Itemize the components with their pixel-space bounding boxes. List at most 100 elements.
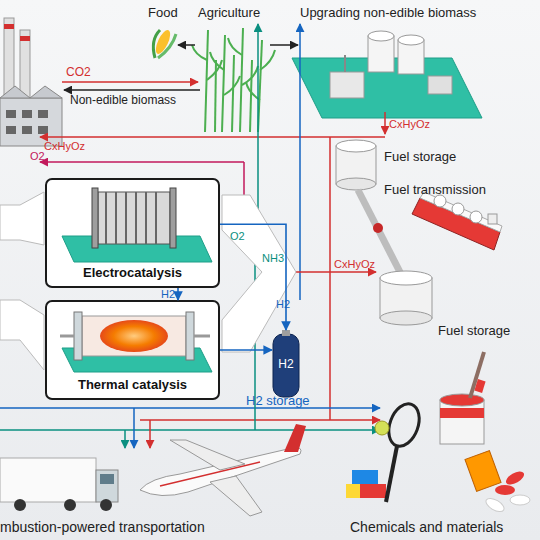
chemical-products-icon bbox=[440, 400, 484, 444]
truck-icon bbox=[96, 470, 118, 502]
flow-lines bbox=[0, 24, 385, 448]
biorefinery-plant bbox=[292, 31, 482, 118]
fuel-storage-tank bbox=[336, 140, 376, 152]
flow-lines bbox=[40, 136, 385, 138]
reactor-icon bbox=[60, 335, 74, 338]
chemical-products-icon bbox=[375, 421, 389, 435]
flow-lines bbox=[270, 44, 298, 46]
electrolyzer-icon bbox=[47, 180, 218, 286]
text-label: H2 storage bbox=[246, 394, 310, 408]
crop-plants bbox=[210, 52, 224, 70]
flow-connector bbox=[220, 224, 286, 330]
white-flow-arrows bbox=[0, 192, 44, 245]
tanker-ship bbox=[470, 211, 482, 223]
chemical-products-icon bbox=[352, 470, 378, 484]
factory-icon bbox=[22, 110, 32, 118]
text-label: O2 bbox=[30, 150, 45, 162]
chemical-products-icon bbox=[504, 469, 526, 488]
crop-plants bbox=[215, 60, 216, 132]
factory-icon bbox=[38, 126, 48, 134]
reactor-icon bbox=[47, 302, 218, 398]
truck-icon bbox=[100, 499, 112, 511]
text-label: H2 bbox=[276, 298, 290, 310]
chemical-products-icon bbox=[495, 485, 515, 495]
biorefinery-plant bbox=[330, 72, 364, 98]
fuel-storage-tank bbox=[380, 271, 432, 285]
node-text: Electrocatalysis bbox=[47, 265, 218, 280]
factory-icon bbox=[0, 86, 62, 98]
reactor-icon bbox=[82, 316, 186, 356]
airplane-icon bbox=[160, 462, 260, 486]
chemical-products-icon bbox=[346, 484, 360, 498]
factory-icon bbox=[0, 18, 62, 146]
factory-icon bbox=[6, 126, 16, 134]
crop-plants bbox=[224, 76, 240, 95]
text-label: NH3 bbox=[262, 252, 284, 264]
airplane-icon bbox=[140, 424, 306, 516]
node-text: H2 bbox=[272, 357, 300, 371]
reactor-icon bbox=[100, 320, 168, 352]
airplane-icon bbox=[170, 440, 245, 470]
chemical-products-icon bbox=[465, 451, 501, 492]
crop-plants bbox=[260, 50, 275, 70]
chemical-products-icon bbox=[360, 484, 386, 498]
airplane-icon bbox=[284, 424, 306, 452]
pipeline bbox=[373, 223, 383, 233]
factory-icon bbox=[0, 98, 62, 146]
electrolyzer-icon bbox=[106, 192, 156, 244]
factory-icon bbox=[4, 18, 14, 98]
flow-connector bbox=[177, 288, 179, 300]
flow-lines bbox=[178, 44, 195, 46]
text-label: O2 bbox=[230, 230, 245, 242]
electrolyzer-icon bbox=[145, 192, 147, 244]
chemical-products-icon bbox=[510, 495, 530, 505]
crop-plants bbox=[192, 28, 275, 132]
reactor-icon bbox=[194, 335, 210, 338]
biorefinery-plant bbox=[344, 55, 346, 72]
chemical-products-icon bbox=[383, 400, 424, 451]
factory-icon bbox=[4, 24, 14, 29]
chemical-products-icon bbox=[386, 446, 397, 502]
text-label: Food bbox=[148, 6, 178, 20]
flow-lines bbox=[384, 112, 386, 134]
flow-lines bbox=[40, 161, 244, 163]
text-label: CO2 bbox=[66, 66, 91, 79]
electrolyzer-icon bbox=[125, 192, 127, 244]
truck-icon bbox=[0, 458, 118, 511]
text-label: Fuel storage bbox=[384, 150, 456, 164]
electrolyzer-icon bbox=[47, 180, 218, 286]
flow-lines bbox=[299, 24, 301, 300]
chemical-products-icon bbox=[440, 394, 484, 406]
electrolyzer-icon bbox=[98, 192, 170, 244]
flow-connector bbox=[220, 349, 272, 351]
electrolyzer-icon bbox=[105, 192, 107, 244]
text-label: CxHyOz bbox=[334, 258, 375, 270]
process-box: Electrocatalysis bbox=[45, 178, 220, 288]
text-label: Fuel transmission bbox=[384, 183, 486, 197]
factory-icon bbox=[6, 110, 16, 118]
crop-plants bbox=[242, 66, 258, 85]
reactor-icon bbox=[74, 312, 82, 360]
fuel-storage-tank bbox=[380, 271, 432, 325]
flow-lines bbox=[0, 407, 380, 409]
tanker-ship bbox=[488, 214, 497, 224]
biorefinery-plant bbox=[428, 76, 452, 94]
factory-icon bbox=[22, 126, 32, 134]
tank-body bbox=[273, 334, 299, 397]
node-text: Thermal catalysis bbox=[47, 377, 218, 392]
fuel-storage-tank bbox=[380, 311, 432, 325]
crop-plants bbox=[250, 60, 252, 132]
reactor-icon bbox=[47, 302, 218, 398]
factory-icon bbox=[38, 110, 48, 118]
tanker-ship bbox=[420, 192, 502, 232]
text-label: CxHyOz bbox=[44, 140, 85, 152]
flow-lines bbox=[62, 81, 198, 83]
edge-label: H2 bbox=[161, 288, 175, 300]
electrolyzer-icon bbox=[155, 192, 157, 244]
electrolyzer-icon bbox=[92, 188, 98, 248]
flow-lines bbox=[124, 430, 126, 448]
tank-valve bbox=[282, 330, 290, 336]
